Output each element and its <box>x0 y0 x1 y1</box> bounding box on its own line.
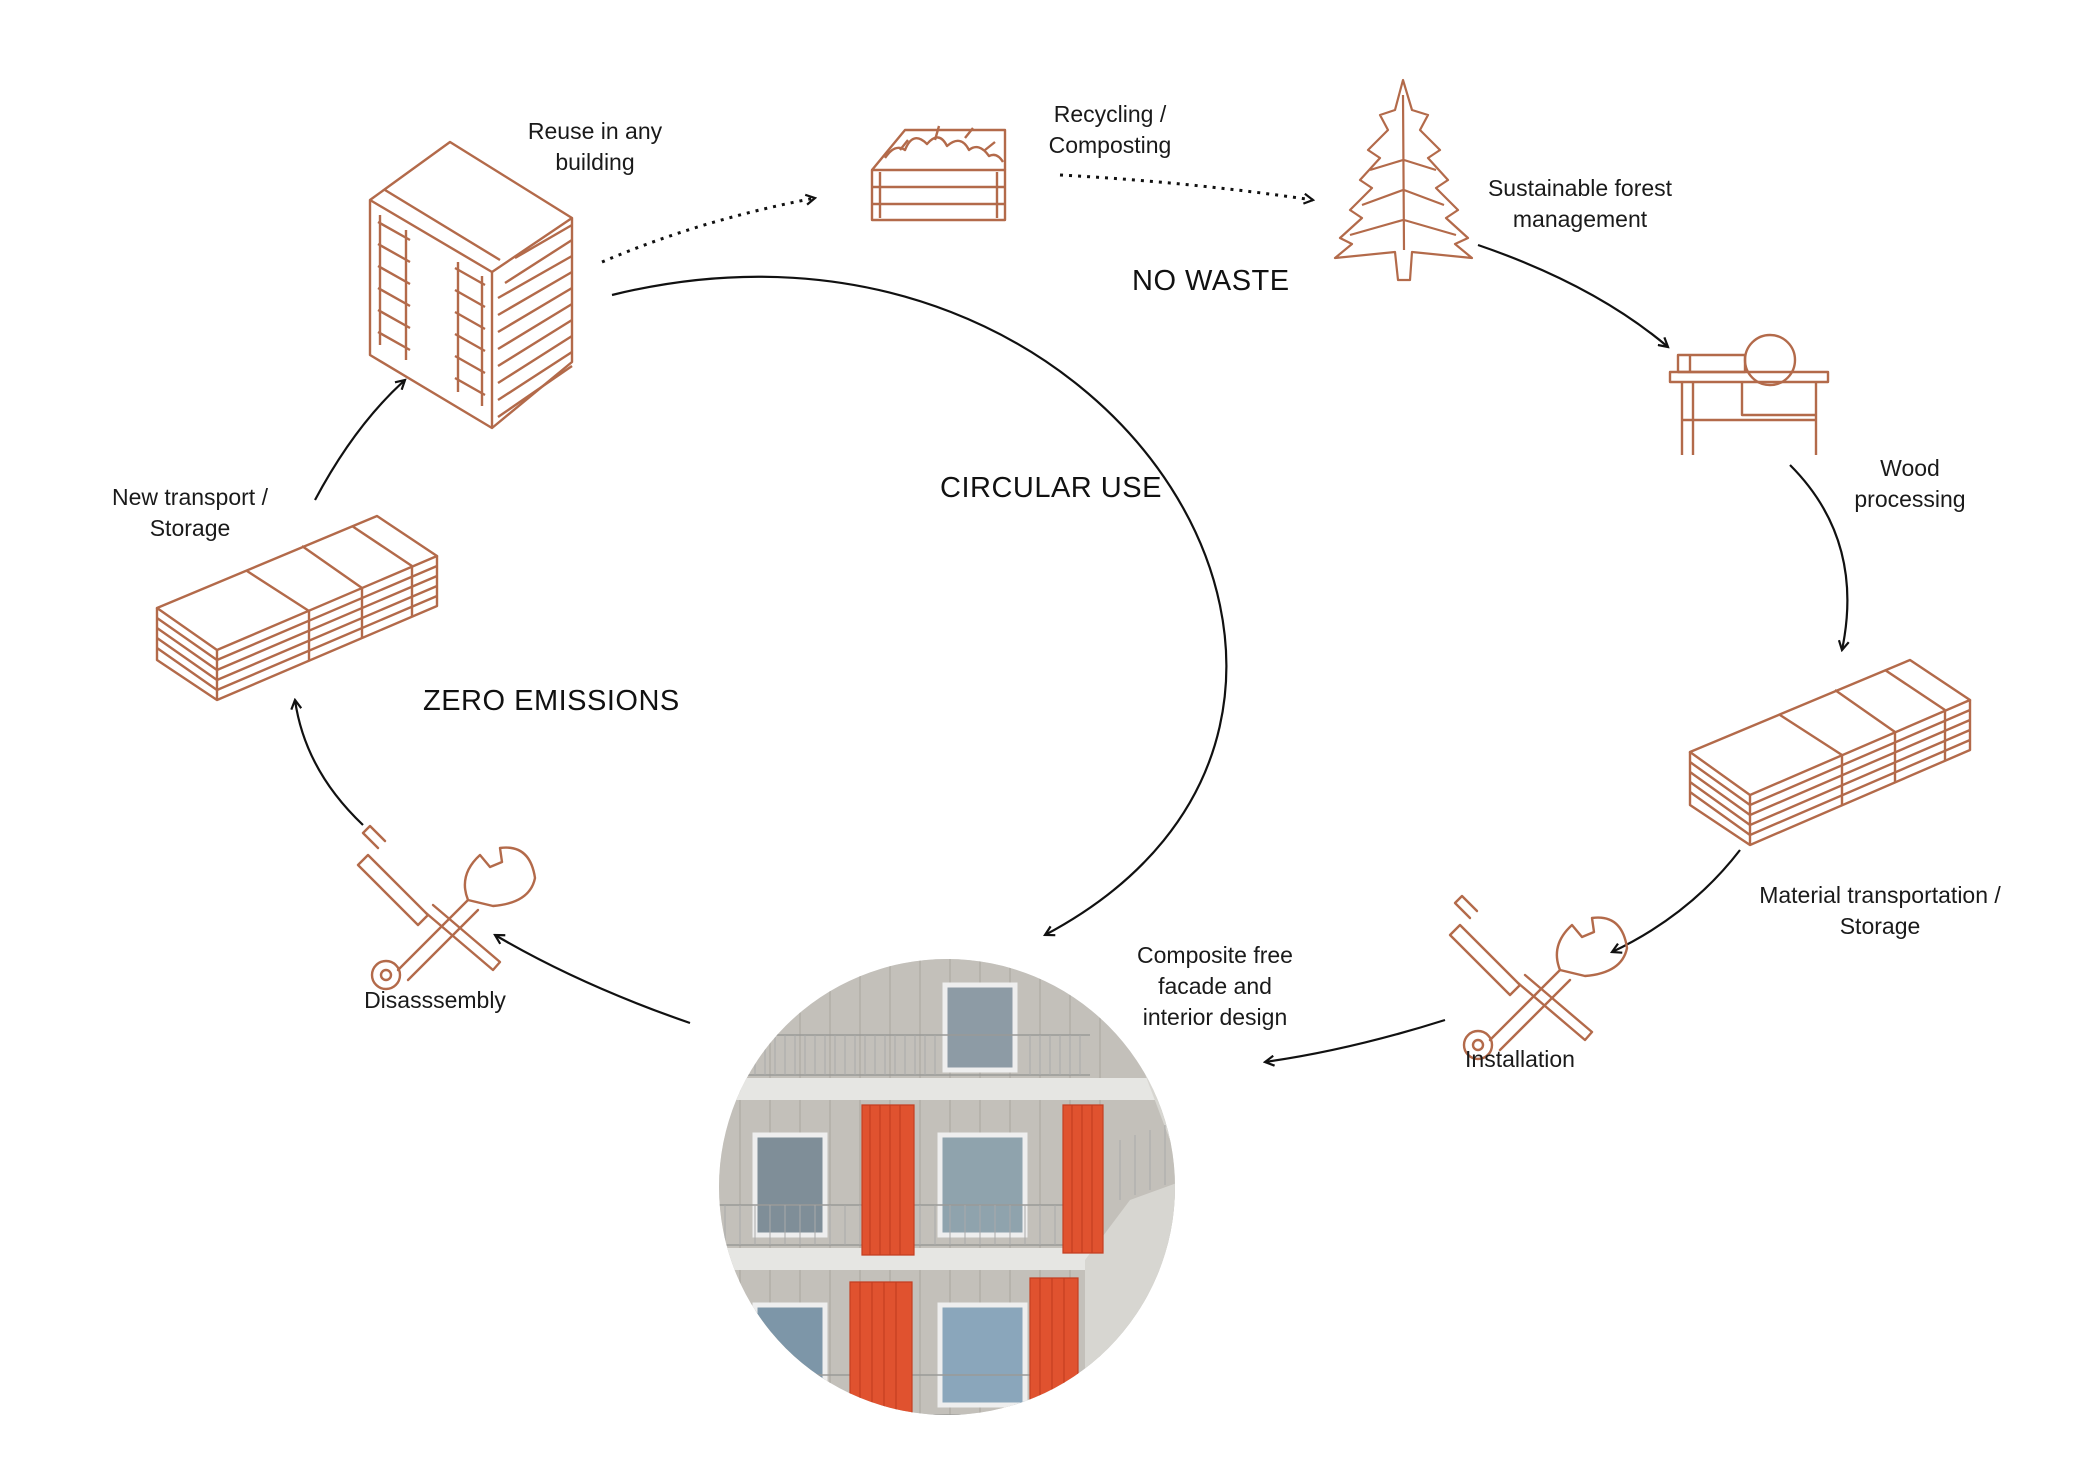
saw-table-icon <box>1668 333 1830 455</box>
installation-label: Installation <box>1465 1046 1575 1072</box>
lumber-stack-icon <box>1688 658 1972 847</box>
arrow-reuse-to-recycling <box>601 198 815 264</box>
facade-label: Composite free facade and interior desig… <box>1137 942 1293 1030</box>
compost-crate-icon <box>870 125 1007 222</box>
new-transport-label: New transport / Storage <box>112 484 268 541</box>
transport-label: Material transportation / Storage <box>1759 882 2001 939</box>
arrow-forest-to-processing <box>1477 243 1668 347</box>
building-icon <box>368 140 574 430</box>
recycling-label: Recycling / Composting <box>1048 101 1172 158</box>
circular-use-label: CIRCULAR USE <box>940 472 1162 504</box>
forest-label: Sustainable forest management <box>1487 175 1673 232</box>
arrow-disassembly-to-newtransport <box>295 700 364 826</box>
no-waste-label: NO WASTE <box>1132 265 1290 297</box>
building-photo <box>719 959 1175 1415</box>
reuse-label: Reuse in any building <box>527 118 663 175</box>
zero-emissions-label: ZERO EMISSIONS <box>423 685 680 717</box>
arrow-circular-use <box>611 275 1228 935</box>
tree-icon <box>1333 78 1474 282</box>
arrow-transport-to-installation <box>1612 849 1741 952</box>
processing-label: Wood processing <box>1854 455 1966 512</box>
arrow-installation-to-facade <box>1265 1018 1446 1062</box>
disassembly-label: Disasssembly <box>364 987 506 1013</box>
tools-icon-installation <box>1448 894 1629 1061</box>
tools-icon-disassembly <box>356 824 537 991</box>
lumber-stack-small-icon <box>155 514 439 702</box>
arrow-recycling-to-forest <box>1059 173 1313 200</box>
arrow-facade-to-disassembly <box>495 935 691 1025</box>
arrow-newtransport-to-reuse <box>314 380 405 501</box>
arrow-processing-to-transport <box>1789 464 1847 650</box>
flow-arrows <box>295 173 1847 1062</box>
